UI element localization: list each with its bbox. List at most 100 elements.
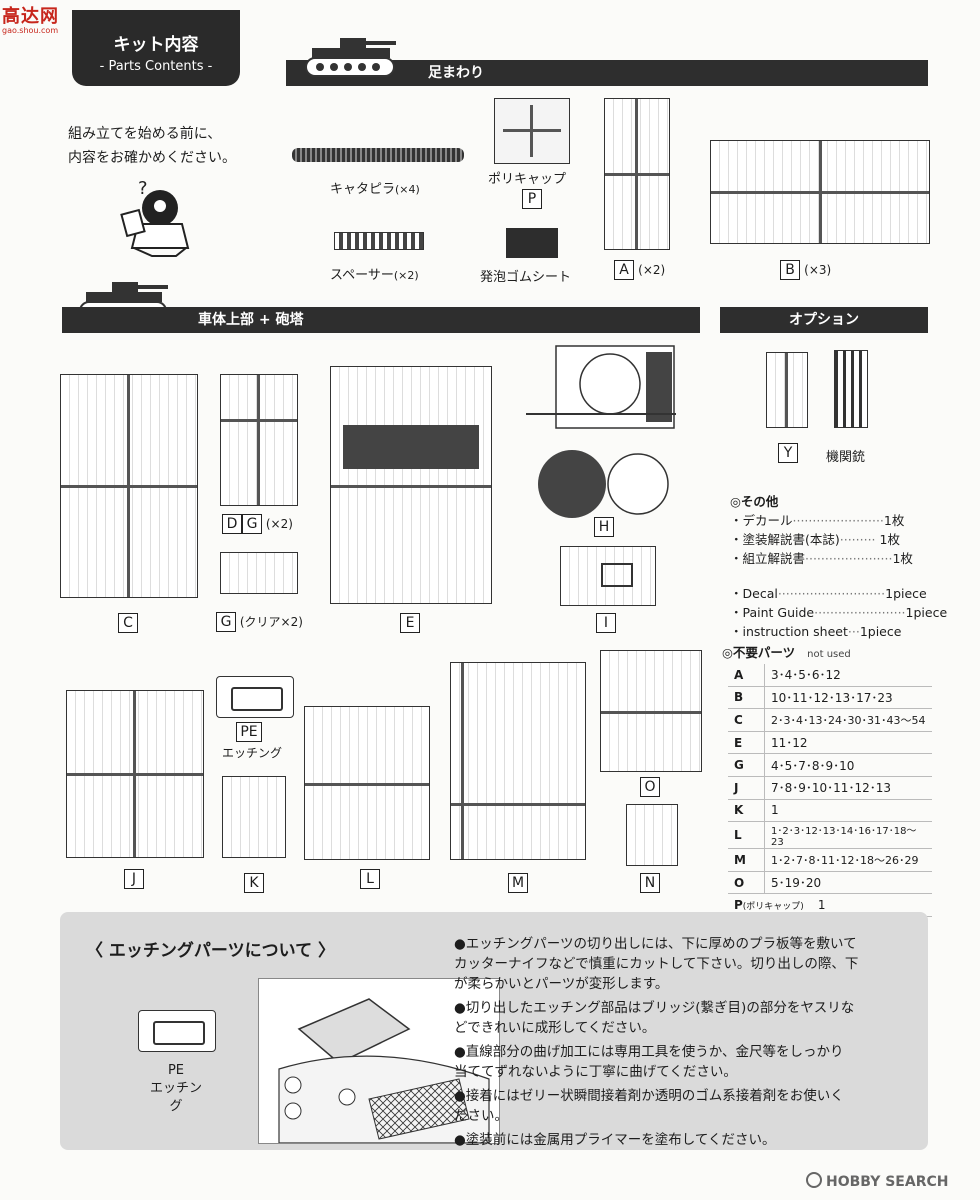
- others-block: ◎その他 ・デカール·······················1枚 ・塗装解…: [730, 492, 948, 641]
- etching-bullet-2: ●切り出したエッチング部品はブリッジ(繋ぎ目)の部分をヤスリなどできれいに成形し…: [454, 1000, 855, 1036]
- sprue-b-qty: (×3): [804, 263, 832, 277]
- others-item-decal-en: ・Decal···························1piece: [730, 586, 927, 601]
- sprue-e-caption: E: [400, 612, 420, 633]
- pe-letter: PE: [236, 722, 262, 742]
- others-item-paint-guide: ・塗装解説書(本誌)·········1枚: [730, 532, 900, 547]
- sprue-o-image: [600, 650, 702, 772]
- pe-caption: PE: [236, 722, 262, 742]
- track-part-image: [292, 148, 464, 162]
- sprue-l-image: [304, 706, 430, 860]
- etching-bullet-1: ●エッチングパーツの切り出しには、下に厚めのプラ板等を敷いてカッターナイフなどで…: [454, 936, 859, 992]
- watermark-logo-icon: [806, 1172, 822, 1188]
- sprue-i-caption: I: [596, 612, 616, 633]
- sprue-m-image: [450, 662, 586, 860]
- sprue-l-caption: L: [360, 868, 380, 889]
- sprue-dg-image: [220, 374, 298, 506]
- section-title-upper-hull: 車体上部 + 砲塔: [198, 312, 304, 328]
- sprue-n-caption: N: [640, 872, 660, 893]
- sprue-y-image: [766, 352, 808, 428]
- sprue-m-letter: M: [508, 873, 528, 893]
- sprue-m-caption: M: [508, 872, 528, 893]
- tank-icon: [305, 38, 396, 77]
- parts-contents-title-box: キット内容 - Parts Contents -: [72, 10, 240, 86]
- pe-fret-image: [216, 676, 294, 718]
- sprue-k-image: [222, 776, 286, 858]
- sprue-y-letter: Y: [778, 443, 798, 463]
- svg-text:?: ?: [138, 178, 148, 199]
- etching-bullet-3: ●直線部分の曲げ加工には専用工具を使うか、金尺等をしっかり当ててずれないように丁…: [454, 1044, 844, 1080]
- etching-info-panel: 〈 エッチングパーツについて 〉 PE エッチング ●エッチングパーツの切り出し…: [60, 912, 928, 1150]
- pe-label: エッチング: [222, 746, 283, 760]
- polycap-label: ポリキャップ: [488, 172, 567, 187]
- others-item-instructions-en: ・instruction sheet···1piece: [730, 624, 902, 639]
- etching-title: 〈 エッチングパーツについて 〉: [86, 941, 335, 961]
- foam-sheet-image: [506, 228, 558, 258]
- sprue-c-image: [60, 374, 198, 598]
- track-qty: (×4): [395, 183, 420, 196]
- sprue-h-image: [526, 345, 676, 518]
- intro-line-1: 組み立てを始める前に、: [68, 126, 222, 142]
- polycap-sprue-image: [494, 98, 570, 164]
- sprue-b-letter: B: [780, 260, 800, 280]
- etching-bullet-4: ●接着にはゼリー状瞬間接着剤か透明のゴム系接着剤をお使いください。: [454, 1088, 844, 1124]
- sprue-c-caption: C: [118, 612, 138, 633]
- sprue-e-letter: E: [400, 613, 420, 633]
- polycap-letter-box: P: [522, 188, 542, 209]
- unused-parts-title-en: not used: [807, 649, 851, 660]
- sprue-o-caption: O: [640, 776, 660, 797]
- mascot-reading-icon: ?: [120, 178, 190, 257]
- machine-gun-label: 機関銃: [826, 450, 866, 465]
- others-item-instructions: ・組立解説書······················1枚: [730, 551, 913, 566]
- spacer-qty: (×2): [393, 269, 419, 282]
- sprue-a-image: [604, 98, 670, 250]
- site-logo-text: 高达网: [2, 6, 59, 27]
- track-caption: キャタピラ(×4): [330, 178, 420, 197]
- sprue-i-letter: I: [596, 613, 616, 633]
- others-item-paint-guide-en: ・Paint Guide·······················1piec…: [730, 605, 948, 620]
- sprue-g-letter: G: [242, 514, 262, 534]
- page-title: キット内容: [113, 35, 199, 55]
- etching-pe-letter: PE: [167, 1063, 185, 1078]
- site-logo: 高达网 gao.shou.com: [2, 2, 72, 38]
- machine-gun-image: [834, 350, 868, 428]
- sprue-h-letter: H: [594, 517, 614, 537]
- foam-label: 発泡ゴムシート: [480, 270, 572, 285]
- sprue-j-image: [66, 690, 204, 858]
- track-label: キャタピラ: [330, 182, 396, 197]
- sprue-n-letter: N: [640, 873, 660, 893]
- unused-parts-heading: ◎不要パーツ not used: [722, 642, 851, 661]
- others-item-decal: ・デカール·······················1枚: [730, 513, 905, 528]
- etching-instructions: ●エッチングパーツの切り出しには、下に厚めのプラ板等を敷いてカッターナイフなどで…: [454, 934, 924, 1150]
- sprue-g-clear-letter: G: [216, 612, 236, 632]
- sprue-j-caption: J: [124, 868, 144, 889]
- sprue-a-qty: (×2): [638, 263, 666, 277]
- sprue-b-image: [710, 140, 930, 244]
- sprue-k-letter: K: [244, 873, 264, 893]
- sprue-dg-qty: (×2): [265, 517, 293, 531]
- etching-illustration: [258, 978, 500, 1144]
- sprue-h-caption: H: [594, 516, 614, 537]
- sprue-c-letter: C: [118, 613, 138, 633]
- sprue-j-letter: J: [124, 869, 144, 889]
- section-title-option: オプション: [789, 312, 859, 328]
- spacer-part-image: [334, 232, 424, 250]
- sprue-y-caption: Y: [778, 442, 798, 463]
- page-subtitle: - Parts Contents -: [99, 59, 213, 74]
- sprue-g-clear-image: [220, 552, 298, 594]
- site-url: gao.shou.com: [2, 26, 59, 35]
- polycap-letter: P: [522, 189, 542, 209]
- section-bar-upper-hull: 車体上部 + 砲塔: [62, 307, 700, 333]
- section-bar-option: オプション: [720, 307, 928, 333]
- sprue-a-letter: A: [614, 260, 634, 280]
